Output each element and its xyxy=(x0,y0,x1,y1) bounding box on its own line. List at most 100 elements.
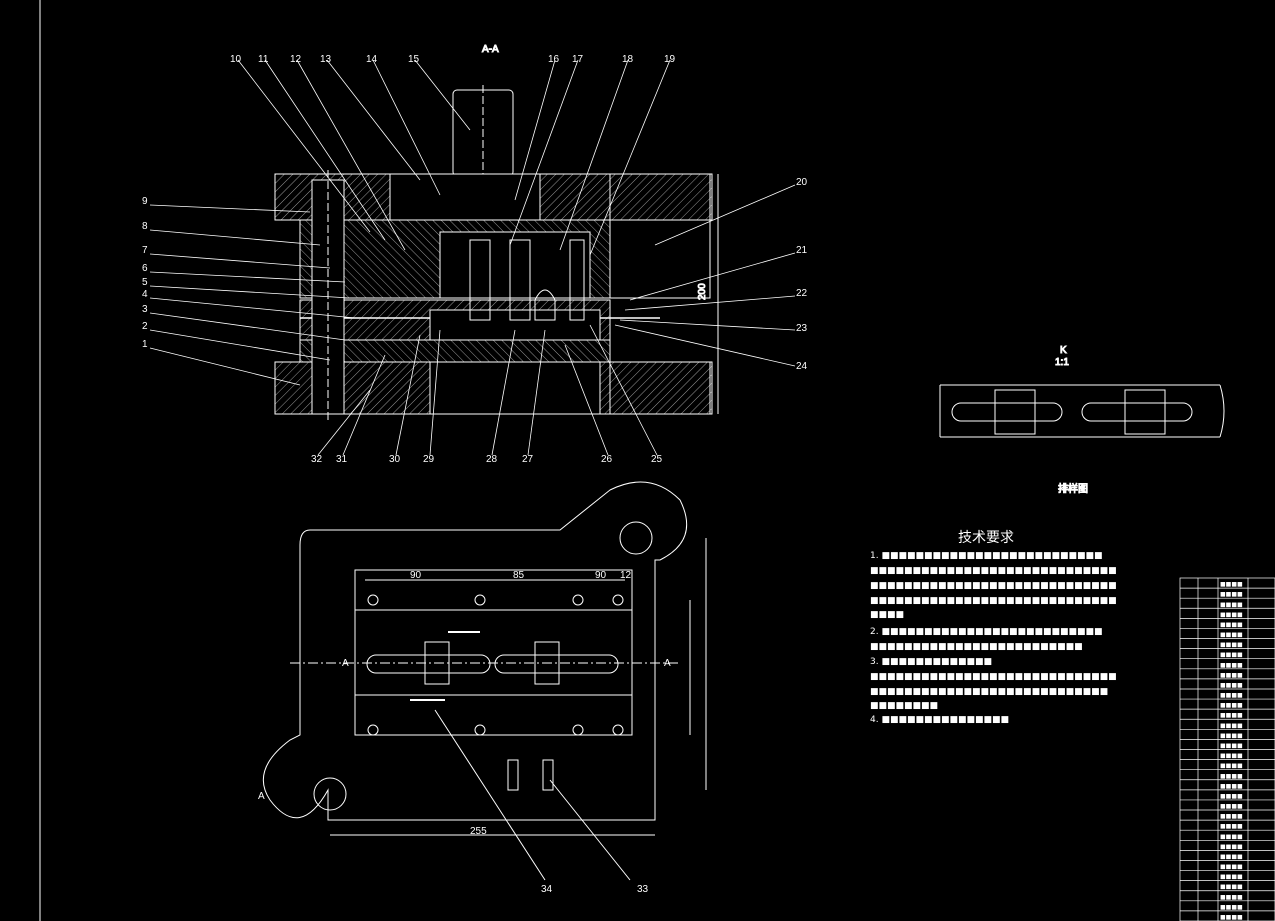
part-label-3: 3 xyxy=(142,304,148,315)
detail-view-label: K xyxy=(1060,345,1067,356)
tech-req-line-1: 1. ■■■■■■■■■■■■■■■■■■■■■■■■■■ xyxy=(870,551,1103,561)
part-labels-top: 10 11 12 13 14 15 16 17 18 19 xyxy=(230,54,676,65)
section-mark-bottom: A xyxy=(258,791,265,802)
tech-req-line-4: ■■■■■■■■■■■■■■■■■■■■■■■■■■■■■ xyxy=(870,596,1117,606)
part-label-7: 7 xyxy=(142,245,148,256)
parts-list-cell: ■■■■ xyxy=(1220,853,1243,860)
tech-req-line-2: ■■■■■■■■■■■■■■■■■■■■■■■■■■■■■ xyxy=(870,566,1117,576)
part-label-19: 19 xyxy=(664,54,676,65)
part-label-28: 28 xyxy=(486,454,498,465)
tech-req-line-11: ■■■■■■■■ xyxy=(870,701,938,711)
parts-list-cell: ■■■■ xyxy=(1220,763,1243,770)
tech-req-line-5: ■■■■ xyxy=(870,610,904,620)
plan-dim-1: 90 xyxy=(410,570,422,581)
part-label-11: 11 xyxy=(258,54,269,65)
part-label-21: 21 xyxy=(796,245,808,256)
plan-dim-4: 12 xyxy=(620,570,632,581)
parts-list-cell: ■■■■ xyxy=(1220,632,1243,639)
tech-req-title: 技术要求 xyxy=(958,530,1014,546)
section-title: A-A xyxy=(482,44,499,55)
part-label-25: 25 xyxy=(651,454,663,465)
part-label-27: 27 xyxy=(522,454,534,465)
part-labels-left: 9 8 7 6 5 4 3 2 1 xyxy=(142,196,148,350)
part-label-22: 22 xyxy=(796,288,808,299)
part-label-17: 17 xyxy=(572,54,584,65)
leader-lines xyxy=(149,59,796,456)
part-label-24: 24 xyxy=(796,361,808,372)
part-label-15: 15 xyxy=(408,54,420,65)
parts-list-cell: ■■■■ xyxy=(1220,642,1243,649)
parts-list-cell: ■■■■ xyxy=(1220,601,1243,608)
part-labels-right: 20 21 22 23 24 xyxy=(796,177,808,372)
parts-list-cell: ■■■■ xyxy=(1220,611,1243,618)
parts-list-cell: ■■■■ xyxy=(1220,874,1243,881)
section-view: A-A 200 xyxy=(274,44,719,420)
parts-list-cell: ■■■■ xyxy=(1220,813,1243,820)
part-label-2: 2 xyxy=(142,321,148,332)
part-label-23: 23 xyxy=(796,323,808,334)
technical-requirements: 技术要求 1. ■■■■■■■■■■■■■■■■■■■■■■■■■■ ■■■■■… xyxy=(870,530,1117,725)
tech-req-line-8: 3. ■■■■■■■■■■■■■ xyxy=(870,657,992,667)
parts-list-cell: ■■■■ xyxy=(1220,753,1243,760)
section-mark-left: A xyxy=(342,658,349,669)
parts-list-cell: ■■■■ xyxy=(1220,743,1243,750)
part-label-4: 4 xyxy=(142,289,148,300)
parts-list-cell: ■■■■ xyxy=(1220,884,1243,891)
parts-list-cell: ■■■■ xyxy=(1220,833,1243,840)
part-label-30: 30 xyxy=(389,454,401,465)
tech-req-line-10: ■■■■■■■■■■■■■■■■■■■■■■■■■■■■ xyxy=(870,687,1108,697)
section-height-dim: 200 xyxy=(697,283,708,300)
part-label-32: 32 xyxy=(311,454,323,465)
parts-list-cell: ■■■■ xyxy=(1220,662,1243,669)
parts-list-cell: ■■■■ xyxy=(1220,773,1243,780)
parts-list-cell: ■■■■ xyxy=(1220,732,1243,739)
tech-req-line-3: ■■■■■■■■■■■■■■■■■■■■■■■■■■■■■ xyxy=(870,581,1117,591)
part-label-5: 5 xyxy=(142,277,148,288)
part-label-13: 13 xyxy=(320,54,332,65)
tech-req-line-12: 4. ■■■■■■■■■■■■■■■ xyxy=(870,715,1009,725)
parts-list-cell: ■■■■ xyxy=(1220,621,1243,628)
parts-list-cell: ■■■■ xyxy=(1220,702,1243,709)
layout-caption: 排样图 xyxy=(1058,482,1088,495)
plan-dim-3: 90 xyxy=(595,570,607,581)
parts-list-table: ■■■■ ■■■■ ■■■■ ■■■■ ■■■■ ■■■■ ■■■■ ■■■■ ■■■■ ■■■■… xyxy=(1179,577,1275,921)
part-label-31: 31 xyxy=(336,454,348,465)
parts-list-cell: ■■■■ xyxy=(1220,864,1243,871)
plan-dim-2: 85 xyxy=(513,570,525,581)
parts-list-cell: ■■■■ xyxy=(1220,914,1243,921)
part-label-20: 20 xyxy=(796,177,808,188)
parts-list-cell: ■■■■ xyxy=(1220,652,1243,659)
part-label-26: 26 xyxy=(601,454,613,465)
tech-req-line-9: ■■■■■■■■■■■■■■■■■■■■■■■■■■■■■ xyxy=(870,672,1117,682)
part-label-16: 16 xyxy=(548,54,560,65)
parts-list-cell: ■■■■ xyxy=(1220,682,1243,689)
parts-list-cell: ■■■■ xyxy=(1220,904,1243,911)
parts-list-cell: ■■■■ xyxy=(1220,823,1243,830)
parts-list-cell: ■■■■ xyxy=(1220,793,1243,800)
part-label-10: 10 xyxy=(230,54,242,65)
parts-list-cell: ■■■■ xyxy=(1220,783,1243,790)
part-label-18: 18 xyxy=(622,54,634,65)
part-labels-bottom: 32 31 30 29 28 27 26 25 xyxy=(311,454,663,465)
part-label-9: 9 xyxy=(142,196,148,207)
part-label-29: 29 xyxy=(423,454,435,465)
tech-req-line-7: ■■■■■■■■■■■■■■■■■■■■■■■■■ xyxy=(870,642,1083,652)
parts-list-cell: ■■■■ xyxy=(1220,722,1243,729)
plan-view xyxy=(262,481,707,881)
detail-view-k: K 1:1 排样图 xyxy=(939,345,1225,496)
parts-list-cell: ■■■■ xyxy=(1220,843,1243,850)
detail-view-scale: 1:1 xyxy=(1055,357,1069,368)
part-label-34: 34 xyxy=(541,884,553,895)
part-label-33: 33 xyxy=(637,884,649,895)
parts-list-cell: ■■■■ xyxy=(1220,672,1243,679)
part-label-12: 12 xyxy=(290,54,302,65)
parts-list-cell: ■■■■ xyxy=(1220,692,1243,699)
parts-list-cell: ■■■■ xyxy=(1220,894,1243,901)
parts-list-cell: ■■■■ xyxy=(1220,712,1243,719)
part-label-1: 1 xyxy=(142,339,148,350)
plan-view-dims: 90 85 90 12 255 A A A 34 33 xyxy=(258,570,671,895)
parts-list-cell: ■■■■ xyxy=(1220,591,1243,598)
section-mark-right: A xyxy=(664,658,671,669)
part-label-6: 6 xyxy=(142,263,148,274)
